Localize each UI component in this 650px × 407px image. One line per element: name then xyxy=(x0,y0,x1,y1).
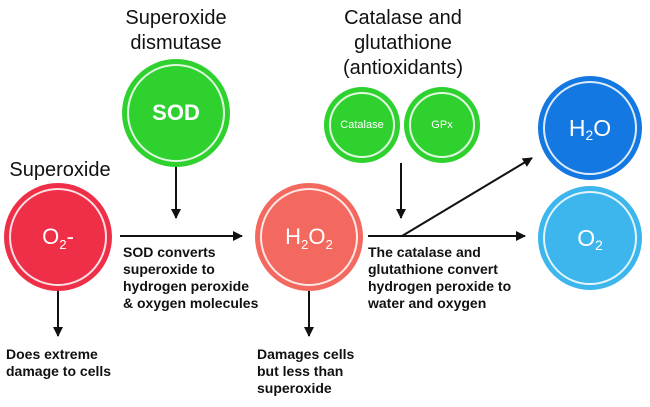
caption-catalase-converts: The catalase and glutathione convert hyd… xyxy=(368,244,512,311)
gpx-circle: GPx xyxy=(404,87,480,163)
arrow-to-water xyxy=(401,157,533,237)
heading-superoxide: Superoxide xyxy=(9,159,111,181)
heading-antioxidants: Catalase and glutathione (antioxidants) xyxy=(342,7,464,79)
caption-peroxide-effect: Damages cells but less than superoxide xyxy=(257,346,355,396)
heading-superoxide-dismutase: Superoxide dismutase xyxy=(125,7,227,54)
caption-sod-converts: SOD converts superoxide to hydrogen pero… xyxy=(123,244,259,311)
catalase-label: Catalase xyxy=(340,119,384,131)
gpx-label: GPx xyxy=(431,119,453,131)
caption-superoxide-effect: Does extreme damage to cells xyxy=(6,346,112,379)
sod-circle: SOD xyxy=(122,59,230,167)
sod-label: SOD xyxy=(152,100,200,125)
catalase-circle: Catalase xyxy=(324,87,400,163)
